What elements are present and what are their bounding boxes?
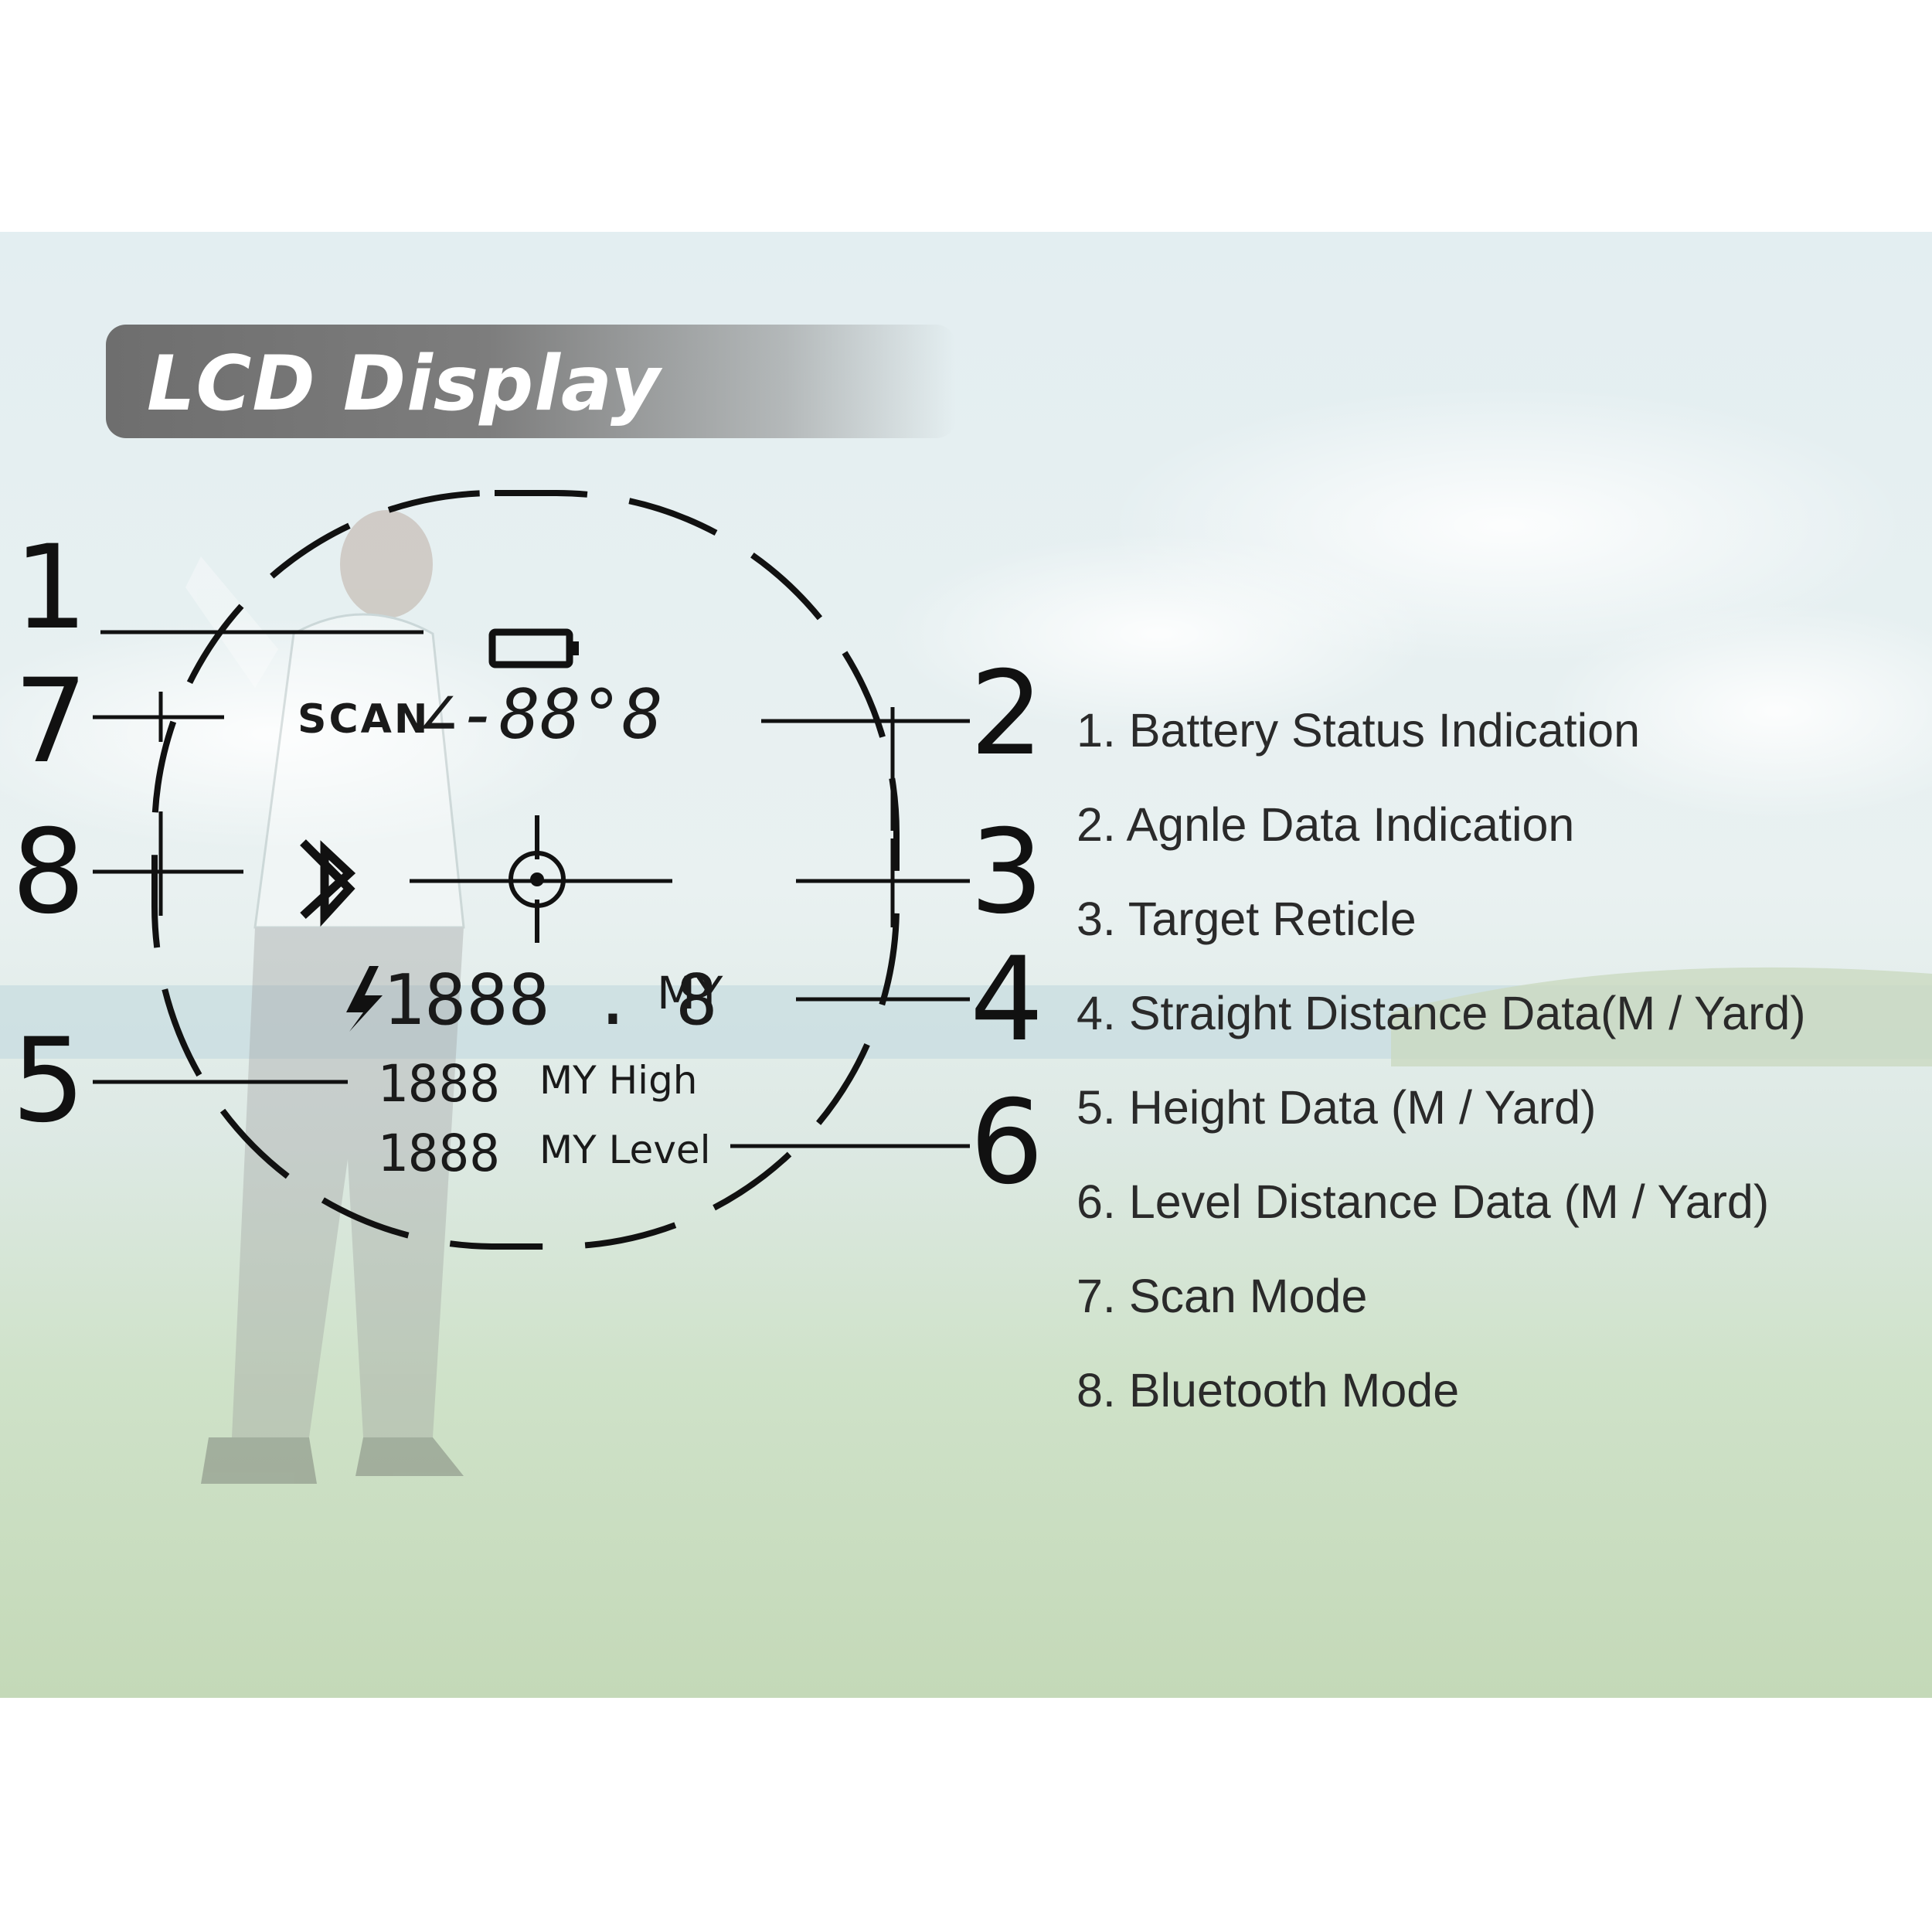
legend-list: 1. Battery Status Indication 2. Agnle Da…	[1077, 703, 1806, 1458]
legend-item: 6. Level Distance Data (M / Yard)	[1077, 1175, 1770, 1228]
height-readout: 1888	[377, 1054, 500, 1114]
legend-item: 7. Scan Mode	[1077, 1270, 1368, 1322]
reticle-icon	[509, 815, 566, 943]
straight-distance-readout: 1888 . 8	[383, 960, 717, 1041]
bluetooth-icon	[300, 839, 356, 927]
callout-number-4: 4	[970, 933, 1043, 1067]
legend-item: 1. Battery Status Indication	[1077, 704, 1641, 757]
level-unit-label: MY Level	[539, 1128, 711, 1172]
page-title: LCD Display	[147, 340, 661, 428]
callout-number-5: 5	[12, 1014, 85, 1148]
callout-number-3: 3	[970, 805, 1043, 940]
callout-number-1: 1	[14, 521, 87, 655]
level-readout: 1888	[377, 1124, 500, 1183]
legend-item: 2. Agnle Data Indication	[1077, 798, 1575, 851]
angle-readout: ∠-88°8	[417, 675, 663, 754]
golf-scene	[0, 386, 1932, 1484]
callout-number-7: 7	[14, 655, 87, 789]
callout-number-2: 2	[970, 647, 1043, 781]
legend-item: 4. Straight Distance Data(M / Yard)	[1077, 987, 1806, 1039]
legend-item: 8. Bluetooth Mode	[1077, 1364, 1460, 1417]
height-unit-label: MY High	[539, 1058, 698, 1103]
battery-icon	[488, 628, 579, 668]
title-banner	[106, 325, 956, 438]
leader-lines	[93, 630, 970, 1148]
legend-item: 3. Target Reticle	[1077, 893, 1417, 945]
distance-unit-label: MY	[657, 967, 723, 1019]
lightning-icon	[346, 966, 383, 1032]
lcd-outline	[151, 490, 900, 1250]
scan-mode-label: SCAN	[298, 696, 430, 743]
background-photo: LCD Display	[0, 232, 1932, 1698]
callout-number-8: 8	[12, 805, 85, 940]
callout-number-6: 6	[970, 1076, 1043, 1210]
legend-item: 5. Height Data (M / Yard)	[1077, 1081, 1597, 1134]
